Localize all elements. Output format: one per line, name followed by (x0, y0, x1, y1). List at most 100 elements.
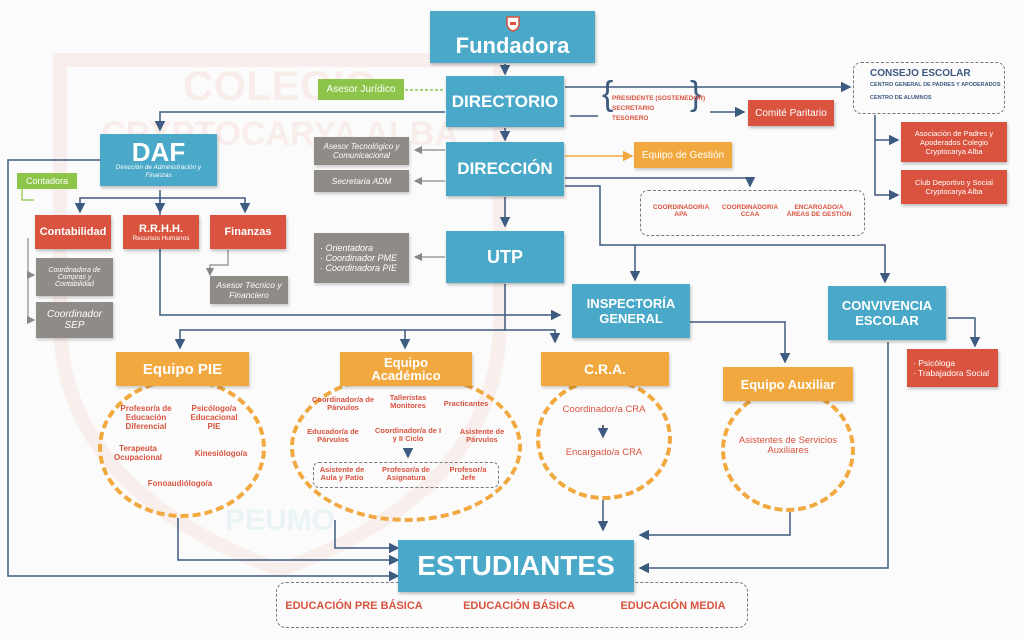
club-label: Club Deportivo y Social Cryptocarya Alba (915, 178, 993, 196)
nivel-basica: EDUCACIÓN BÁSICA (463, 600, 575, 612)
contadora-label: Contadora (25, 176, 69, 186)
pie-title-box[interactable]: Equipo PIE (116, 352, 249, 386)
utp-staff-orientadora: · Orientadora (320, 243, 374, 253)
estudiantes-label: ESTUDIANTES (417, 550, 615, 581)
coordinadores-panel (640, 190, 865, 236)
academico-title: Equipo Académico (371, 355, 441, 383)
nivel-pre-basica: EDUCACIÓN PRE BÁSICA (285, 600, 423, 612)
asesor-tecnologico-label: Asesor Tecnológico y Comunicacional (323, 142, 400, 160)
brace-right: } (690, 75, 701, 113)
acad-item-practicantes: Practicantes (443, 399, 489, 408)
rrhh-label: R.R.H.H. (139, 222, 183, 235)
acad-item-coord-parvulos: Coordinador/a de Párvulos (311, 395, 375, 413)
estudiantes-box[interactable]: ESTUDIANTES (398, 540, 634, 592)
watermark-line3: PEUMO (225, 504, 335, 537)
nivel-media: EDUCACIÓN MEDIA (620, 600, 726, 612)
daf-subtitle: Dirección de Administración y Finanzas (115, 164, 202, 179)
directorio-members: PRESIDENTE (SOSTENEDOR) SECRETARIO TESOR… (612, 95, 705, 122)
inspectoria-box[interactable]: INSPECTORÍA GENERAL (572, 284, 690, 338)
daf-title: DAF (131, 137, 186, 167)
contabilidad-box[interactable]: Contabilidad (35, 215, 111, 249)
rrhh-box[interactable]: R.R.H.H. Recursos Humanos (123, 215, 199, 249)
asesor-tecnico-box[interactable]: Asesor Técnico y Financiero (210, 276, 288, 304)
fundadora-label: Fundadora (455, 32, 570, 58)
member-tesorero: TESORERO (612, 115, 649, 123)
convivencia-staff-box[interactable]: · Psicóloga · Trabajadora Social (907, 349, 998, 387)
pie-item-terapeuta: Terapeuta Ocupacional (113, 444, 162, 462)
acad-item-educador: Educador/a de Párvulos (307, 427, 359, 445)
comite-paritario-box[interactable]: Comité Paritario (748, 100, 834, 126)
auxiliar-title: Equipo Auxiliar (740, 376, 836, 392)
auxiliar-item-asistentes: Asistentes de Servicios Auxiliares (738, 435, 838, 457)
crest-icon (505, 15, 520, 32)
academico-title-box[interactable]: Equipo Académico (340, 352, 472, 386)
utp-label: UTP (487, 246, 523, 267)
acad-item-talleristas: Talleristas Monitores (389, 393, 427, 411)
coord-areas-gestion: ENCARGADO/A ÁREAS DE GESTIÓN (786, 204, 852, 219)
direccion-label: DIRECCIÓN (457, 159, 553, 178)
acad-item-asistente-parvulos: Asistente de Párvulos (459, 427, 505, 445)
comite-paritario-label: Comité Paritario (755, 107, 827, 119)
convivencia-box[interactable]: CONVIVENCIA ESCOLAR (828, 286, 946, 340)
cra-item-coordinador: Coordinador/a CRA (562, 404, 646, 415)
brace-left: { (602, 75, 613, 113)
consejo-title: CONSEJO ESCOLAR (870, 68, 971, 79)
cra-title: C.R.A. (584, 361, 626, 377)
asesor-juridico-label: Asesor Jurídico (326, 84, 396, 95)
coord-sep-label: Coordinador SEP (46, 309, 103, 331)
acad-sub-prof-asignatura: Profesor/a de Asignatura (382, 465, 430, 483)
academico-sub-panel (313, 462, 499, 488)
cra-circle (536, 378, 672, 500)
staff-psicologa: · Psicóloga (913, 358, 956, 368)
asesor-tecnico-label: Asesor Técnico y Financiero (216, 280, 282, 300)
daf-box[interactable]: DAF Dirección de Administración y Finanz… (100, 134, 217, 186)
consejo-item-alumnos: CENTRO DE ALUMNOS (870, 95, 932, 102)
directorio-label: DIRECTORIO (451, 91, 559, 111)
club-deportivo-box[interactable]: Club Deportivo y Social Cryptocarya Alba (901, 170, 1007, 204)
pie-item-kinesiologo: Kinesiólogo/a (194, 449, 248, 458)
consejo-escolar-text: CONSEJO ESCOLAR CENTRO GENERAL DE PADRES… (870, 68, 1001, 101)
cra-title-box[interactable]: C.R.A. (541, 352, 669, 386)
pie-item-psicologo: Psicólogo/a Educacional PIE (190, 404, 238, 431)
utp-staff-box[interactable]: · Orientadora · Coordinador PME · Coordi… (314, 233, 409, 283)
asesor-juridico-box[interactable]: Asesor Jurídico (318, 79, 404, 100)
pie-item-prof-diferencial: Profesor/a de Educación Diferencial (120, 404, 172, 431)
contabilidad-label: Contabilidad (39, 226, 107, 238)
secretaria-box[interactable]: Secretaria ADM (314, 170, 409, 192)
staff-trabajadora-social: · Trabajadora Social (913, 368, 990, 378)
auxiliar-title-box[interactable]: Equipo Auxiliar (723, 367, 853, 401)
acad-sub-prof-jefe: Profesor/a Jefe (449, 465, 487, 483)
directorio-box[interactable]: DIRECTORIO (446, 76, 564, 127)
coord-ccaa: COORDINADOR/A CCAA (721, 204, 779, 219)
direccion-box[interactable]: DIRECCIÓN (446, 142, 564, 196)
secretaria-label: Secretaria ADM (331, 176, 392, 186)
convivencia-label: CONVIVENCIA ESCOLAR (841, 298, 933, 328)
utp-staff-pme: · Coordinador PME (320, 253, 398, 263)
cra-item-encargado: Encargado/a CRA (565, 447, 643, 458)
finanzas-box[interactable]: Finanzas (210, 215, 286, 249)
inspectoria-label: INSPECTORÍA GENERAL (586, 296, 676, 326)
utp-box[interactable]: UTP (446, 231, 564, 283)
acad-item-coord-ciclo: Coordinador/a de I y II Ciclo (374, 426, 442, 444)
consejo-item-padres: CENTRO GENERAL DE PADRES Y APODERADOS (870, 82, 1001, 88)
coord-compras-box[interactable]: Coordinadora de Compras y Contabilidad (36, 258, 113, 296)
rrhh-sublabel: Recursos Humanos (132, 234, 190, 242)
asociacion-label: Asociación de Padres y Apoderados Colegi… (914, 128, 994, 156)
coord-sep-box[interactable]: Coordinador SEP (36, 302, 113, 338)
asesor-tecnologico-box[interactable]: Asesor Tecnológico y Comunicacional (314, 137, 409, 165)
utp-staff-pie: · Coordinadora PIE (320, 263, 398, 273)
member-presidente: PRESIDENTE (SOSTENEDOR) (612, 95, 706, 102)
equipo-gestion-box[interactable]: Equipo de Gestión (634, 142, 732, 168)
pie-title: Equipo PIE (142, 360, 223, 378)
member-secretario: SECRETARIO (612, 105, 655, 113)
contadora-box[interactable]: Contadora (17, 173, 77, 189)
finanzas-label: Finanzas (224, 226, 272, 238)
equipo-gestion-label: Equipo de Gestión (641, 149, 725, 161)
pie-item-fonoaudiologo: Fonoaudiólogo/a (147, 479, 213, 488)
fundadora-box[interactable]: Fundadora (430, 11, 595, 63)
coord-compras-label: Coordinadora de Compras y Contabilidad (48, 266, 101, 288)
coord-apa: COORDINADOR/A APA (652, 204, 710, 219)
acad-sub-asistente-aula: Asistente de Aula y Patio (319, 465, 365, 483)
consejo-escolar-panel (853, 62, 1005, 114)
asociacion-padres-box[interactable]: Asociación de Padres y Apoderados Colegi… (901, 122, 1007, 162)
